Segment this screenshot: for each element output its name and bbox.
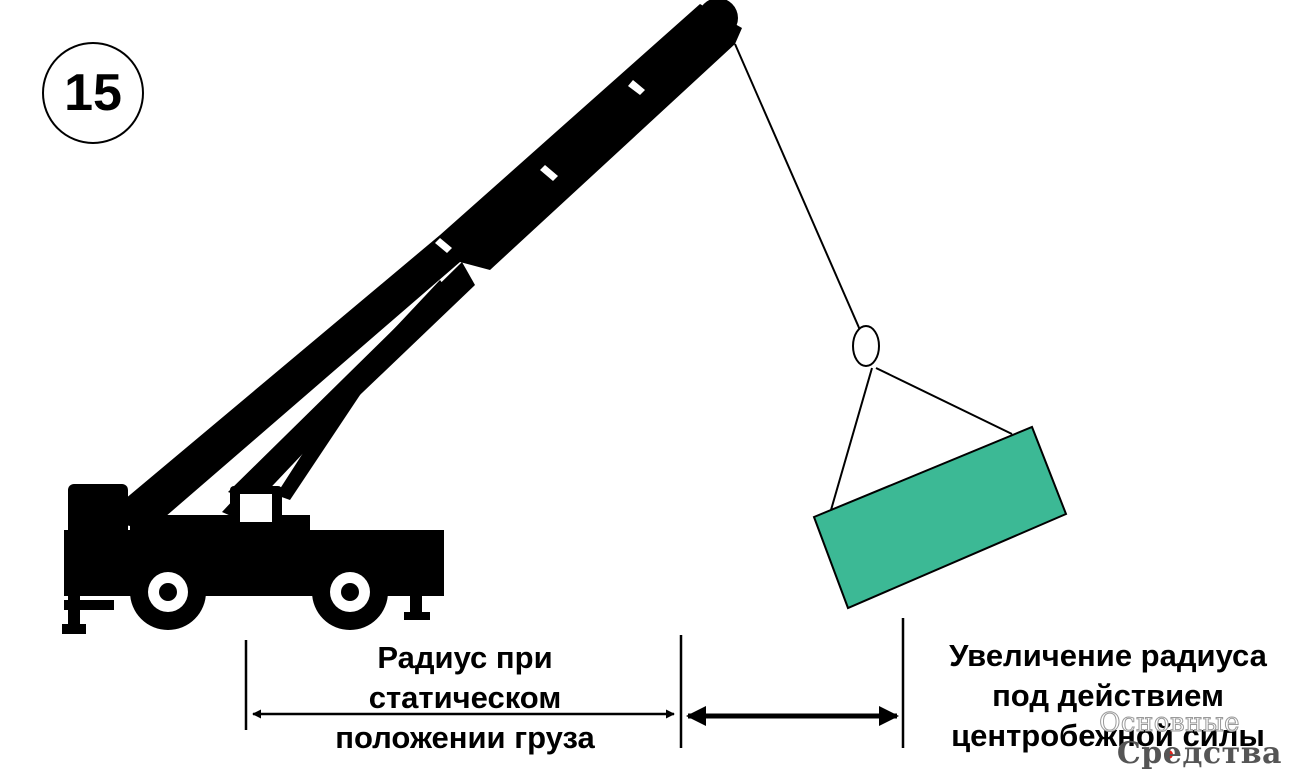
watermark-line1: Основные [1099,708,1240,739]
watermark: Основные Средства [1082,706,1282,776]
watermark-line2: Средства [1116,736,1282,771]
wheel-rear [312,554,388,630]
sling-right [875,367,1013,435]
hook [852,325,880,367]
hoist-rope [734,43,1013,511]
crane-boom [100,4,742,530]
swinging-load [812,425,1068,610]
caption-line: Радиус при [377,640,553,675]
wheel-front [130,554,206,630]
caption-line: центробежной силы [951,718,1265,753]
dimension-lines [244,618,905,748]
caption-line: под действием [992,678,1224,713]
radius-increase-caption: Увеличение радиуса под действием центроб… [925,636,1291,756]
watermark-dot-icon [1164,750,1173,759]
caption-line: Увеличение радиуса [949,638,1267,673]
sling-left [830,367,873,511]
crane-silhouette [62,0,742,634]
static-radius-caption: Радиус при статическом положении груза [300,638,630,758]
caption-line: статическом [368,680,562,715]
caption-line: положении груза [335,720,595,755]
figure-number-badge: 15 [42,42,144,144]
